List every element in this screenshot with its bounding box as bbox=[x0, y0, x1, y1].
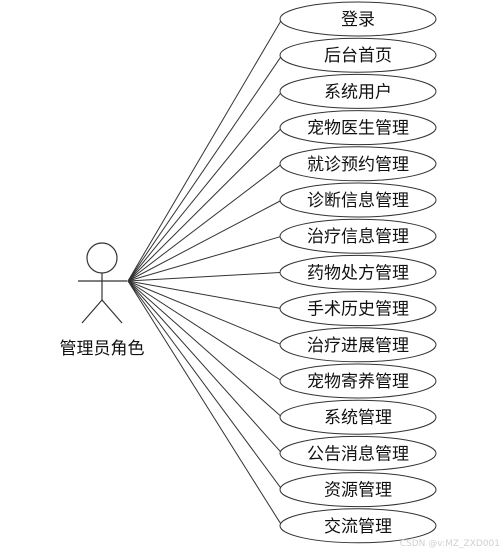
use-case: 诊断信息管理 bbox=[279, 182, 437, 218]
use-case: 公告消息管理 bbox=[279, 435, 437, 471]
use-case-label: 诊断信息管理 bbox=[307, 191, 409, 211]
use-case-ellipse bbox=[279, 1, 437, 37]
use-case-label: 治疗信息管理 bbox=[307, 227, 409, 247]
actor-right-leg bbox=[101, 299, 123, 324]
use-case-ellipse bbox=[279, 110, 437, 146]
use-case-ellipse bbox=[279, 37, 437, 73]
watermark: CSDN @v:MZ_ZXD001 bbox=[399, 539, 500, 549]
actor-label: 管理员角色 bbox=[60, 339, 145, 359]
use-case-label: 治疗进展管理 bbox=[307, 336, 409, 356]
association-line bbox=[127, 163, 283, 282]
use-case-label: 交流管理 bbox=[324, 517, 392, 537]
use-case-label: 系统管理 bbox=[324, 408, 392, 428]
use-case-ellipse bbox=[279, 363, 437, 399]
actor-head bbox=[86, 242, 118, 274]
association-line bbox=[127, 280, 283, 310]
use-case-label: 宠物寄养管理 bbox=[307, 372, 409, 392]
use-case-label: 药物处方管理 bbox=[307, 263, 409, 283]
use-case: 交流管理 bbox=[279, 508, 437, 544]
association-line bbox=[127, 18, 283, 282]
association-line bbox=[127, 280, 283, 527]
use-case: 宠物寄养管理 bbox=[279, 363, 437, 399]
association-line bbox=[127, 54, 283, 282]
association-line bbox=[127, 127, 283, 282]
use-case: 就诊预约管理 bbox=[279, 146, 437, 182]
association-line bbox=[127, 235, 283, 282]
use-case: 手术历史管理 bbox=[279, 291, 437, 327]
use-case: 宠物医生管理 bbox=[279, 110, 437, 146]
association-lines bbox=[127, 18, 283, 527]
association-line bbox=[127, 280, 283, 346]
use-case-label: 宠物医生管理 bbox=[307, 119, 409, 139]
association-line bbox=[127, 280, 283, 490]
use-case-ellipse bbox=[279, 291, 437, 327]
use-case-list: 登录后台首页系统用户宠物医生管理就诊预约管理诊断信息管理治疗信息管理药物处方管理… bbox=[279, 1, 437, 544]
use-case-ellipse bbox=[279, 435, 437, 471]
use-case-ellipse bbox=[279, 508, 437, 544]
use-case-ellipse bbox=[279, 399, 437, 435]
use-case-label: 公告消息管理 bbox=[307, 444, 409, 464]
use-case-label: 登录 bbox=[341, 10, 375, 30]
use-case: 后台首页 bbox=[279, 37, 437, 73]
association-line bbox=[127, 91, 283, 282]
use-case: 系统用户 bbox=[279, 73, 437, 109]
use-case-label: 系统用户 bbox=[324, 82, 392, 102]
association-line bbox=[127, 280, 283, 454]
use-case: 登录 bbox=[279, 1, 437, 37]
use-case-label: 手术历史管理 bbox=[307, 300, 409, 320]
use-case-ellipse bbox=[279, 218, 437, 254]
association-line bbox=[127, 271, 283, 282]
use-case: 治疗信息管理 bbox=[279, 218, 437, 254]
use-case-label: 资源管理 bbox=[324, 481, 392, 501]
actor-left-leg bbox=[81, 299, 103, 324]
use-case: 资源管理 bbox=[279, 472, 437, 508]
use-case-label: 后台首页 bbox=[324, 46, 392, 66]
use-case-ellipse bbox=[279, 146, 437, 182]
use-case-ellipse bbox=[279, 73, 437, 109]
association-line bbox=[127, 199, 283, 282]
use-case-label: 就诊预约管理 bbox=[307, 155, 409, 175]
use-case-ellipse bbox=[279, 327, 437, 363]
use-case-ellipse bbox=[279, 472, 437, 508]
use-case: 系统管理 bbox=[279, 399, 437, 435]
use-case-ellipse bbox=[279, 254, 437, 290]
actor-figure: 管理员角色 bbox=[60, 242, 145, 359]
association-line bbox=[127, 280, 283, 418]
use-case: 药物处方管理 bbox=[279, 254, 437, 290]
use-case: 治疗进展管理 bbox=[279, 327, 437, 363]
association-line bbox=[127, 280, 283, 382]
use-case-ellipse bbox=[279, 182, 437, 218]
